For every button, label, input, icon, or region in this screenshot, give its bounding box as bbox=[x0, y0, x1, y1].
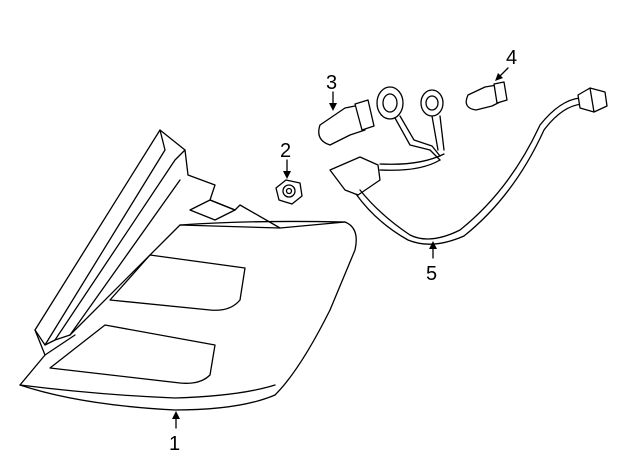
arrow-icon bbox=[172, 411, 180, 419]
callout-label: 3 bbox=[326, 72, 337, 94]
callout-2: 2 bbox=[280, 140, 291, 179]
callout-3: 3 bbox=[326, 72, 337, 111]
callout-label: 2 bbox=[280, 140, 291, 162]
callout-label: 5 bbox=[426, 263, 437, 285]
arrow-icon bbox=[495, 73, 503, 81]
callout-label: 4 bbox=[506, 47, 517, 69]
callout-5: 5 bbox=[426, 241, 437, 285]
tail-lamp-assembly[interactable] bbox=[19, 129, 357, 411]
arrow-icon bbox=[329, 103, 337, 111]
nut[interactable] bbox=[275, 179, 303, 205]
callout-1: 1 bbox=[169, 411, 180, 455]
arrow-icon bbox=[283, 171, 291, 179]
callout-4: 4 bbox=[495, 47, 517, 81]
bulb-4[interactable] bbox=[465, 81, 508, 111]
bulb-3[interactable] bbox=[318, 99, 375, 146]
callout-label: 1 bbox=[169, 433, 180, 455]
socket-and-wire[interactable] bbox=[329, 86, 608, 245]
arrow-icon bbox=[429, 241, 437, 249]
